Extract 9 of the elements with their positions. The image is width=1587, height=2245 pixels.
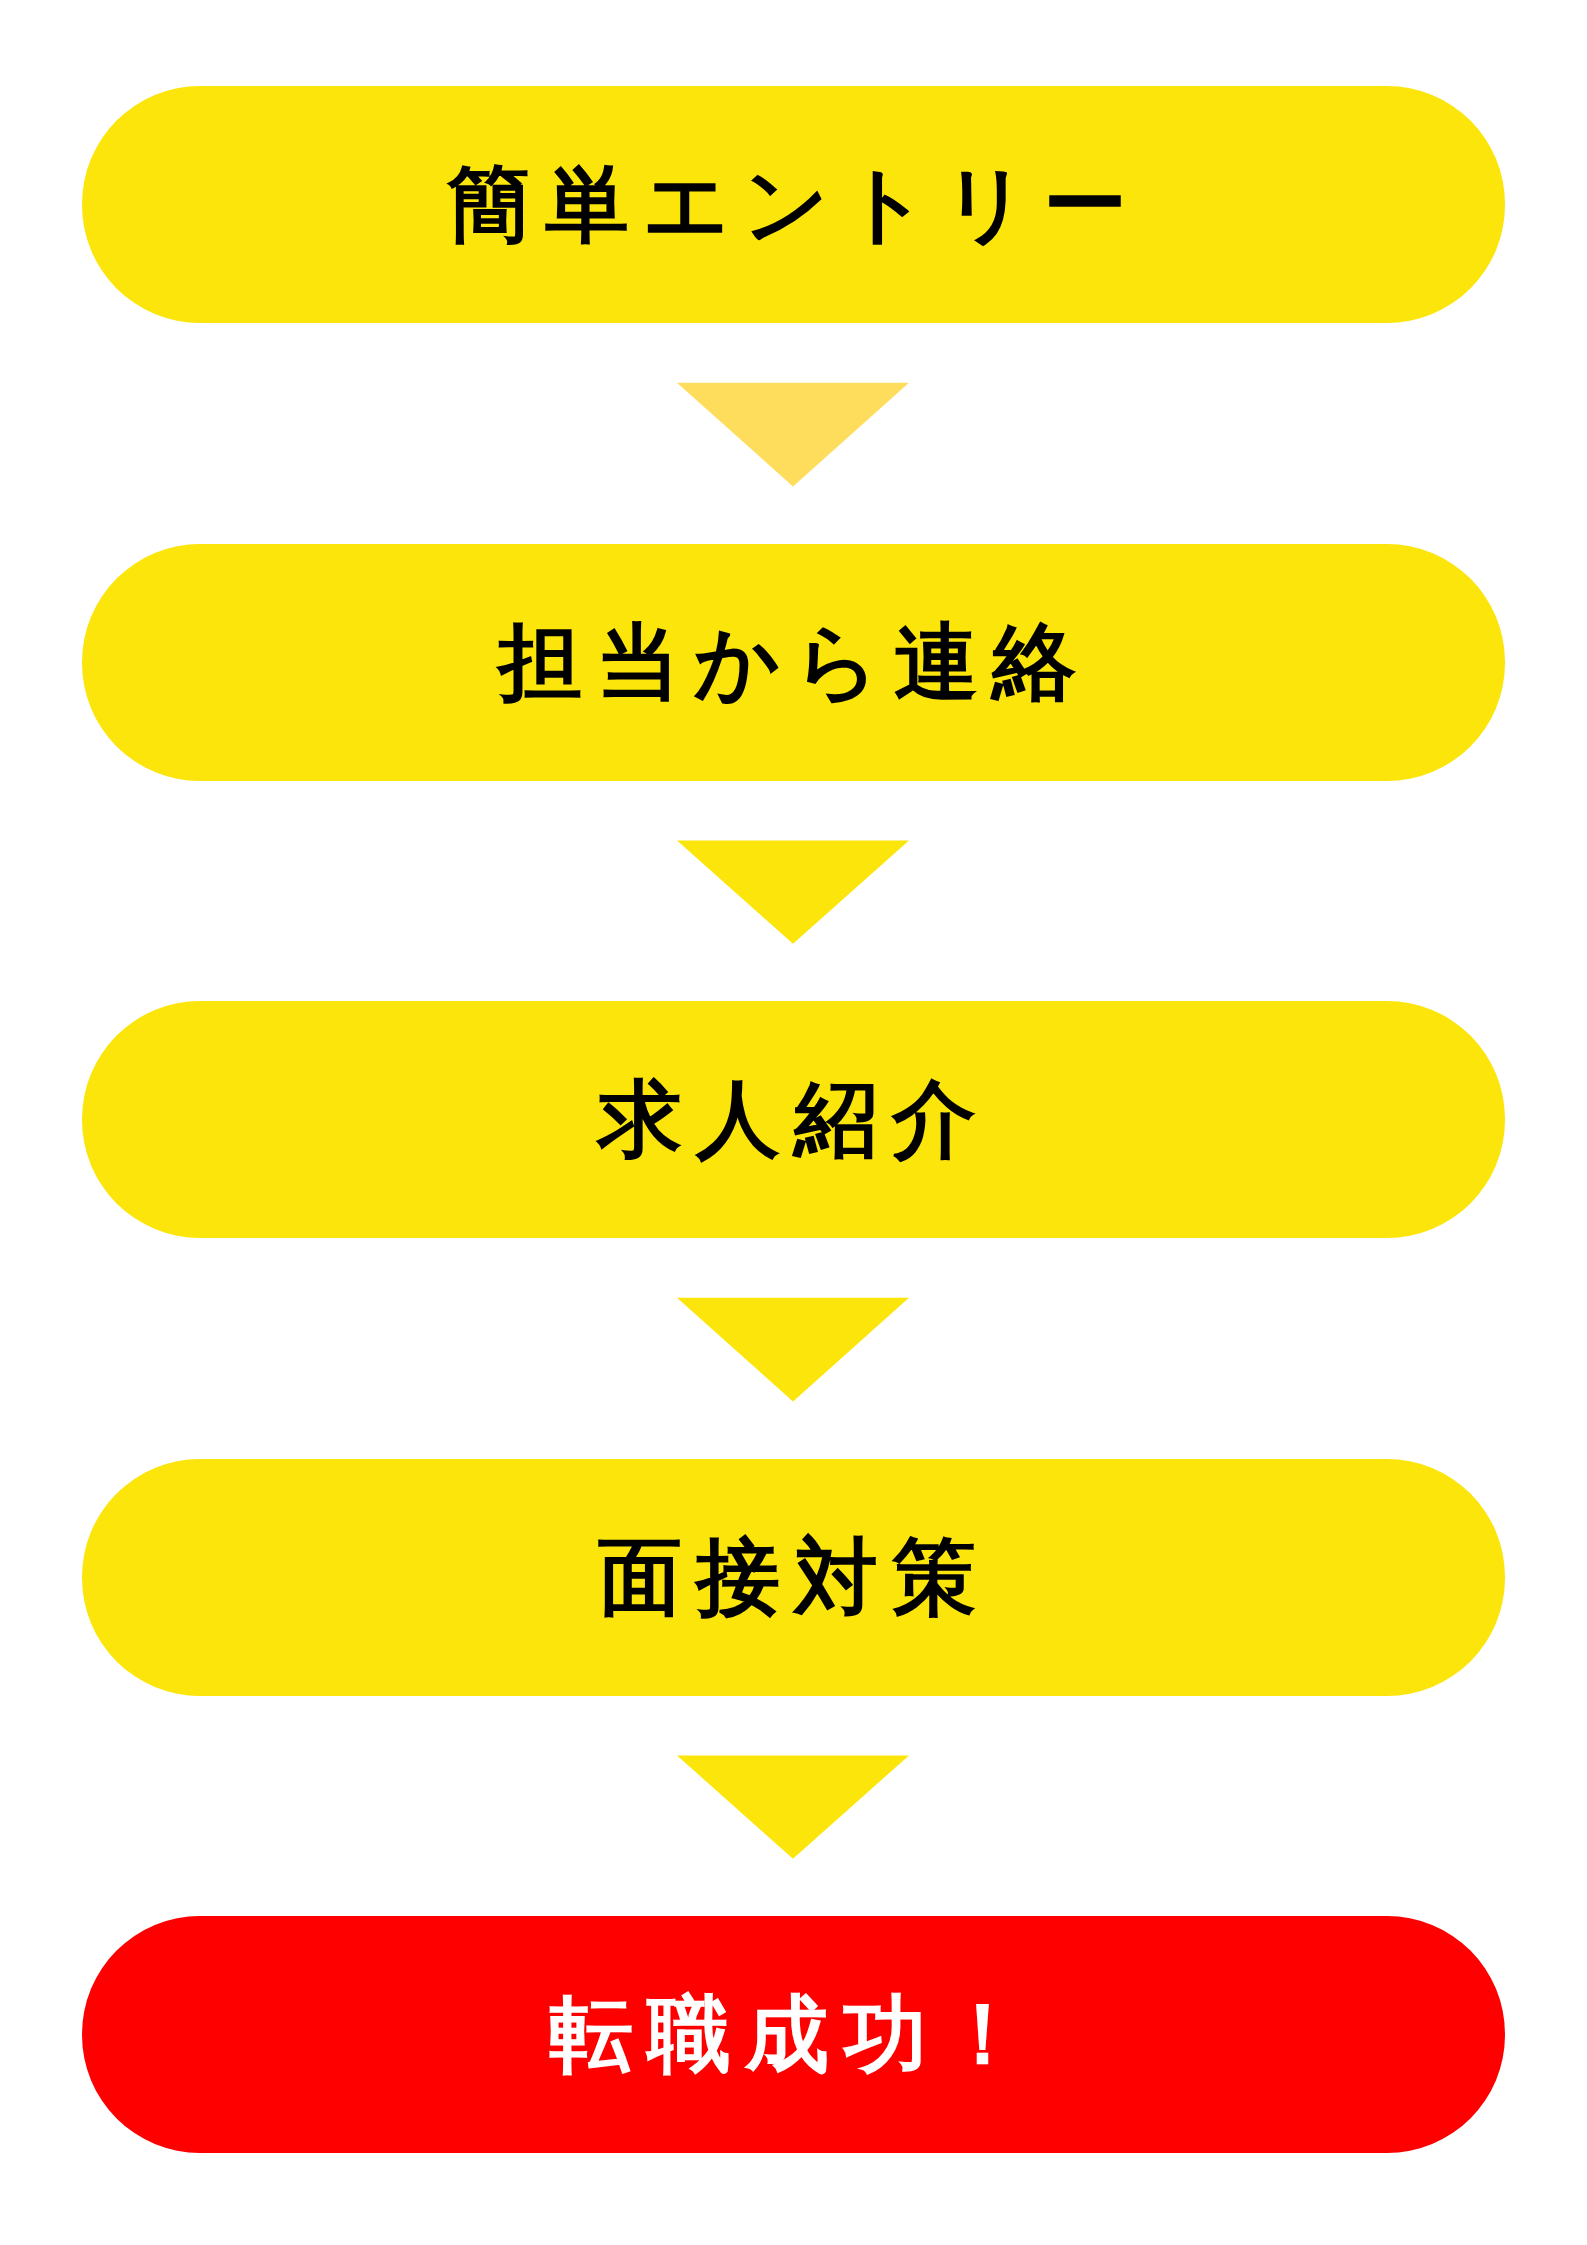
arrow [677,382,909,487]
step-label: 担当から連絡 [497,611,1090,713]
arrow [677,1297,909,1402]
step-label: 面接対策 [597,1526,990,1628]
arrow [677,840,909,944]
step-label: 簡単エントリー [446,153,1141,255]
step-label: 転職成功！ [548,1983,1039,2085]
arrow [677,1755,909,1859]
step-label: 求人紹介 [597,1068,990,1170]
